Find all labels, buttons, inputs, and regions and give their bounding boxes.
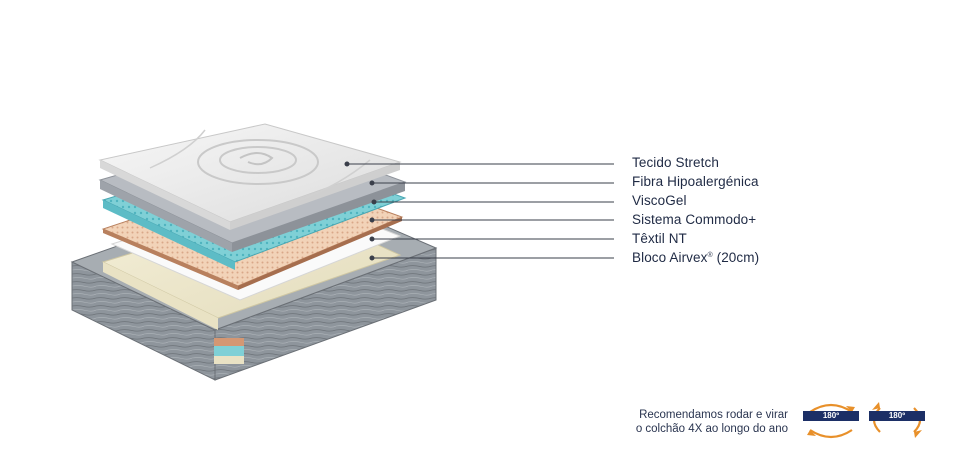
- recommendation-line-2: o colchão 4X ao longo do ano: [635, 423, 788, 435]
- bloco-airvex-name: Bloco Airvex: [632, 250, 708, 265]
- recommendation-line-1: Recomendamos rodar e virar: [639, 409, 788, 421]
- registered-mark: ®: [707, 252, 713, 259]
- flip-badge: 180º: [869, 411, 925, 421]
- label-tecido-stretch: Tecido Stretch: [632, 155, 719, 170]
- label-viscogel: ViscoGel: [632, 193, 687, 208]
- label-bloco-airvex: Bloco Airvex® (20cm): [632, 250, 759, 265]
- bloco-airvex-size: (20cm): [712, 250, 760, 265]
- label-textil-nt: Têxtil NT: [632, 231, 687, 246]
- label-sistema-commodo: Sistema Commodo+: [632, 212, 757, 227]
- rotation-recommendation: Recomendamos rodar e virar o colchão 4X …: [636, 408, 788, 436]
- tecido-stretch-layer: [98, 123, 402, 230]
- leader-lines: [344, 161, 614, 261]
- label-fibra-hipoalergenica: Fibra Hipoalergénica: [632, 174, 759, 189]
- rotate-badge: 180º: [803, 411, 859, 421]
- rotate-180-icon: [807, 403, 855, 439]
